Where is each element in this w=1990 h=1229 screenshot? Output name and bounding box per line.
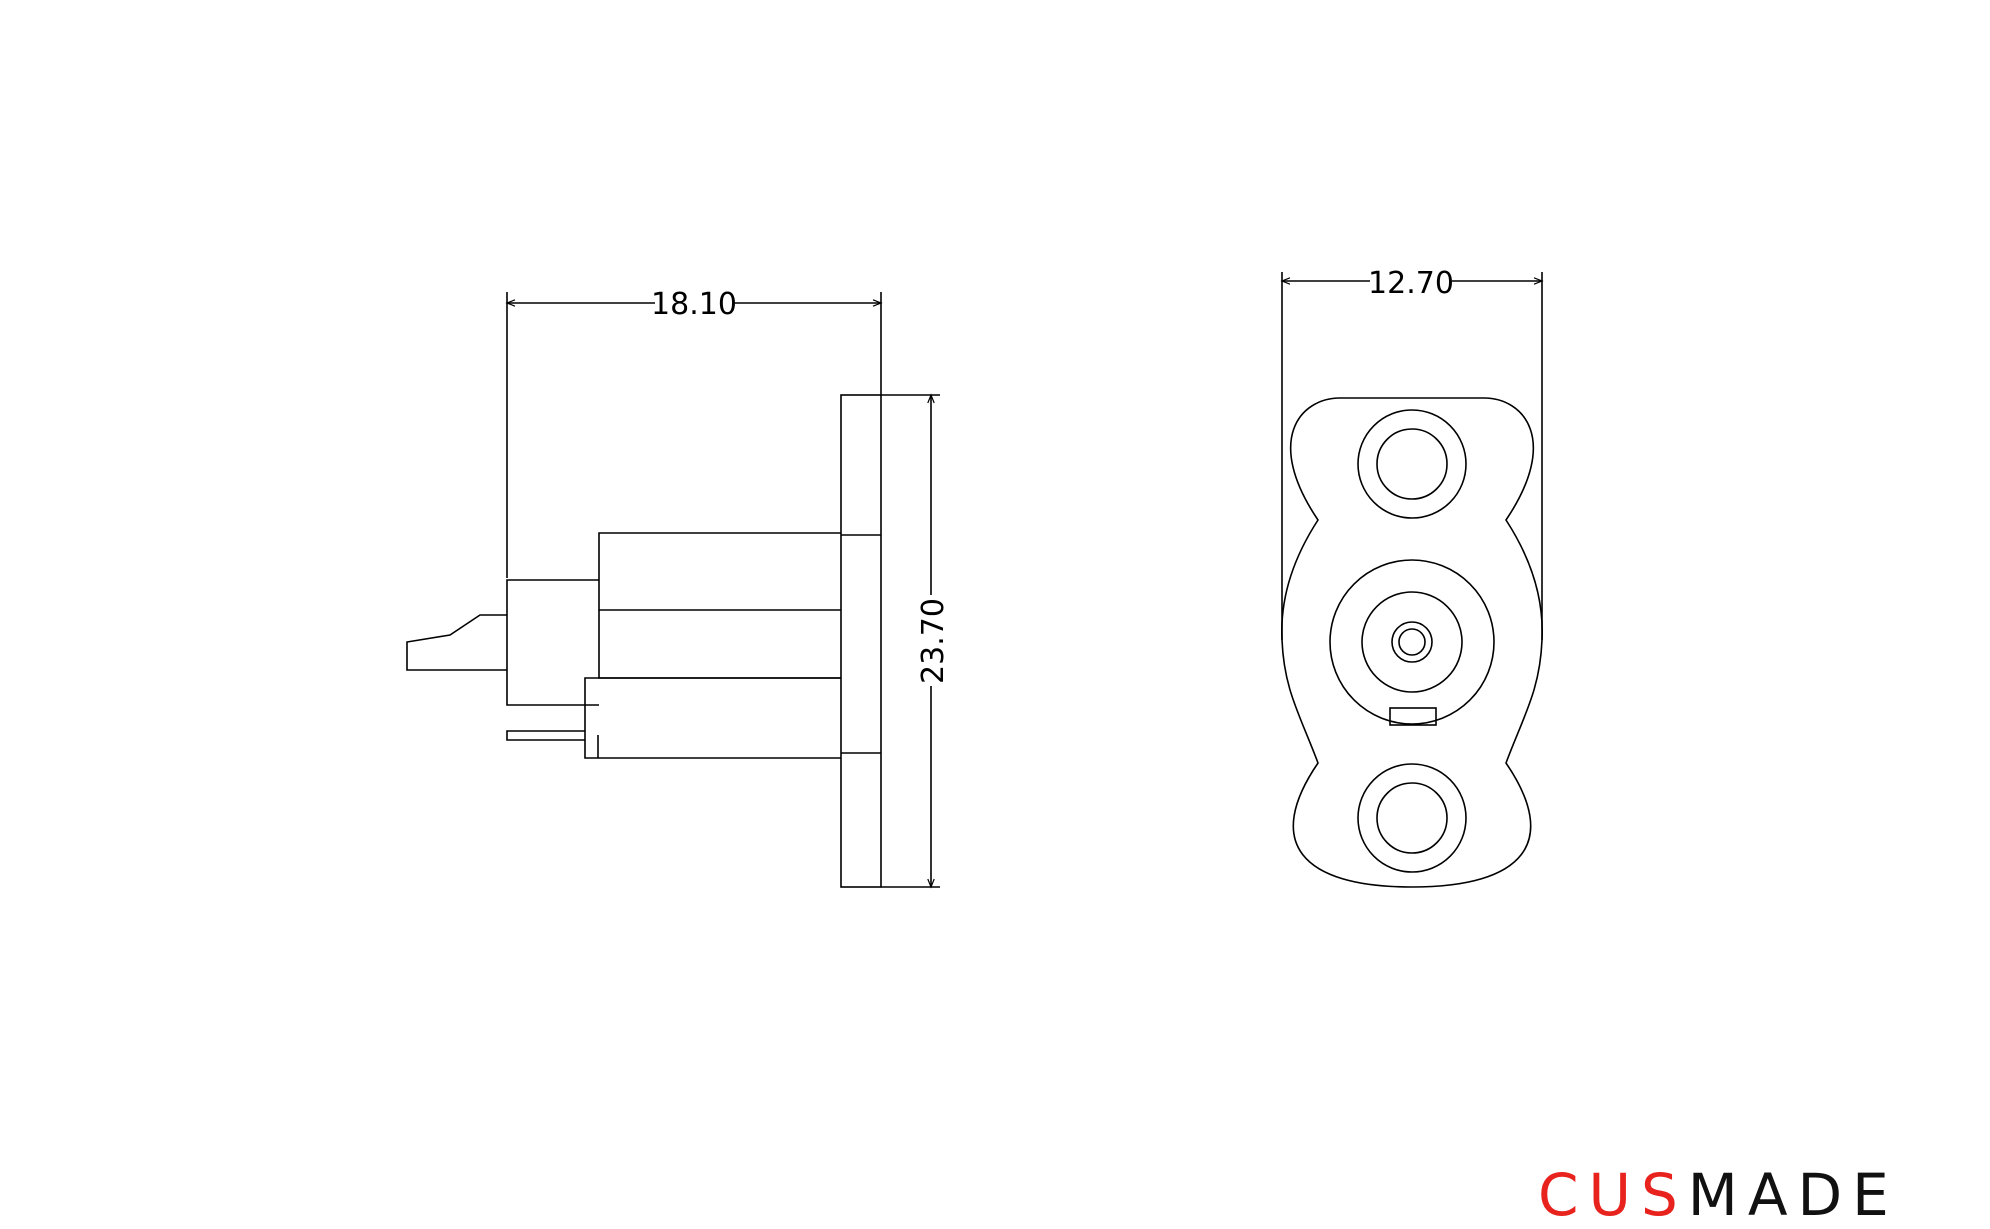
cusmade-logo: CUSMADE (1538, 1166, 1899, 1224)
side-body (584, 532, 841, 759)
side-flange (840, 394, 882, 888)
logo-red-text: CUS (1538, 1161, 1688, 1229)
front-housing-outline (1280, 397, 1544, 888)
front-view (1280, 397, 1544, 888)
front-key-notch (1389, 707, 1437, 726)
front-bottom-hole (1357, 763, 1467, 873)
side-terminal (406, 579, 599, 706)
dimension-side-width (505, 292, 883, 578)
logo-black-text: MADE (1687, 1161, 1899, 1229)
front-top-hole (1357, 409, 1467, 519)
front-center-jack (1329, 559, 1495, 726)
dimension-side-width-label: 18.10 (651, 287, 737, 322)
dimension-side-height (881, 393, 940, 889)
dimension-front-width (1280, 272, 1544, 640)
side-view (406, 394, 882, 888)
dimension-front-width-label: 12.70 (1368, 266, 1454, 301)
dimension-side-height-label: 23.70 (916, 598, 951, 684)
side-pin (506, 730, 585, 741)
